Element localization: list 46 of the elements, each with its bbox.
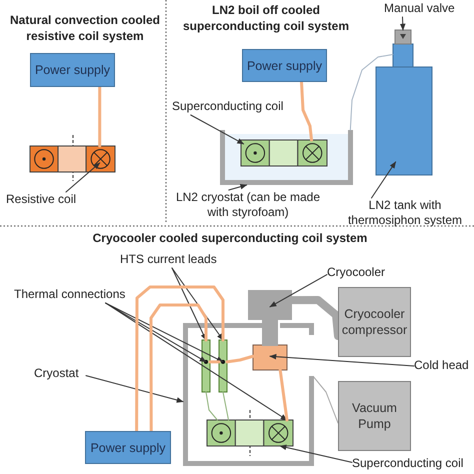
leader-line xyxy=(86,375,184,403)
annotation-label: Manual valve xyxy=(384,1,468,17)
box-label: Power supply xyxy=(90,440,166,456)
leader-line xyxy=(371,161,396,198)
annotation-label: HTS current leads xyxy=(120,252,224,268)
connecting-line xyxy=(350,54,394,130)
leader-line xyxy=(269,354,414,366)
leader-line xyxy=(172,268,206,341)
box-label: Power supply xyxy=(246,58,322,74)
cable xyxy=(208,360,220,364)
annotation-label: LN2 tank with thermosiphon system xyxy=(338,198,472,230)
annotation-label: Thermal connections xyxy=(14,287,136,303)
leader-line xyxy=(228,184,248,190)
leader-line xyxy=(269,274,328,308)
box-label: Power supply xyxy=(34,62,110,78)
annotation-label: Superconducting coil xyxy=(172,99,297,115)
leader-line xyxy=(400,16,406,31)
section-heading: Cryocooler cooled superconducting coil system xyxy=(92,230,368,246)
leader-line xyxy=(279,444,352,463)
cable xyxy=(98,86,102,148)
box-label: Vacuum Pump xyxy=(351,400,398,432)
equipment-box xyxy=(338,287,411,357)
power-supply-box xyxy=(85,431,171,464)
annotation-label: Superconducting coil xyxy=(352,456,474,472)
annotation-label: Cryocooler xyxy=(327,265,397,281)
cable xyxy=(278,368,288,422)
section-heading: Natural convection cooled resistive coil system xyxy=(8,12,162,44)
box-label: Cryocooler compressor xyxy=(340,306,408,338)
connecting-line xyxy=(314,376,338,424)
annotation-label: Cold head xyxy=(414,358,474,374)
annotation-label: Resistive coil xyxy=(6,192,86,208)
power-supply-box xyxy=(242,49,327,82)
leader-line xyxy=(190,114,244,144)
leader-line xyxy=(66,162,100,192)
annotation-label: Cryostat xyxy=(34,366,86,382)
power-supply-box xyxy=(30,53,115,87)
equipment-box xyxy=(338,381,411,451)
cable xyxy=(150,304,208,432)
cable xyxy=(226,354,254,364)
annotation-label: LN2 cryostat (can be made with styrofoam) xyxy=(168,190,328,222)
connecting-line xyxy=(206,392,218,420)
leader-line xyxy=(105,302,288,420)
connecting-line xyxy=(222,392,229,420)
section-heading: LN2 boil off cooled superconducting coil system xyxy=(182,2,350,34)
cable xyxy=(300,80,314,142)
cable xyxy=(135,286,224,432)
